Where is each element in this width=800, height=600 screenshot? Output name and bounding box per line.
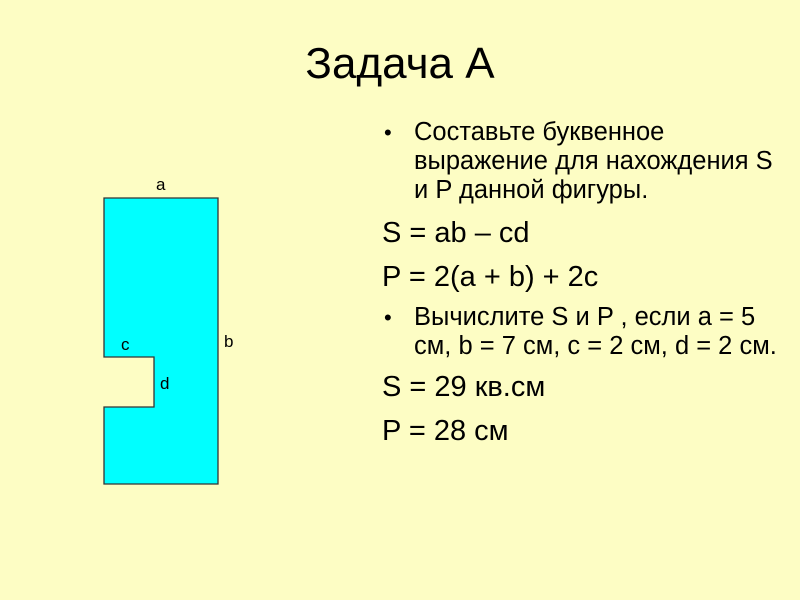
bullet-dot-icon: • bbox=[384, 305, 392, 330]
slide-content: • Составьте буквенное выражение для нахо… bbox=[382, 118, 782, 451]
bullet-task-2: • Вычислите S и P , если a = 5 см, b = 7… bbox=[382, 303, 782, 361]
bullet-text: Вычислите S и P , если a = 5 см, b = 7 с… bbox=[414, 303, 777, 360]
label-b: b bbox=[224, 332, 233, 351]
bullet-task-1: • Составьте буквенное выражение для нахо… bbox=[382, 118, 782, 205]
formula-area: S = ab – cd bbox=[382, 217, 530, 249]
slide-title: Задача А bbox=[305, 39, 495, 88]
label-a: a bbox=[156, 175, 166, 194]
formula-perimeter: P = 2(a + b) + 2c bbox=[382, 261, 599, 293]
result-area: S = 29 кв.см bbox=[382, 371, 546, 403]
bullet-text: Составьте буквенное выражение для нахожд… bbox=[414, 118, 773, 204]
label-c: c bbox=[121, 335, 130, 354]
result-perimeter: P = 28 см bbox=[382, 415, 509, 447]
figure-shape bbox=[103, 197, 219, 485]
label-d: d bbox=[160, 374, 169, 393]
bullet-dot-icon: • bbox=[384, 120, 392, 145]
